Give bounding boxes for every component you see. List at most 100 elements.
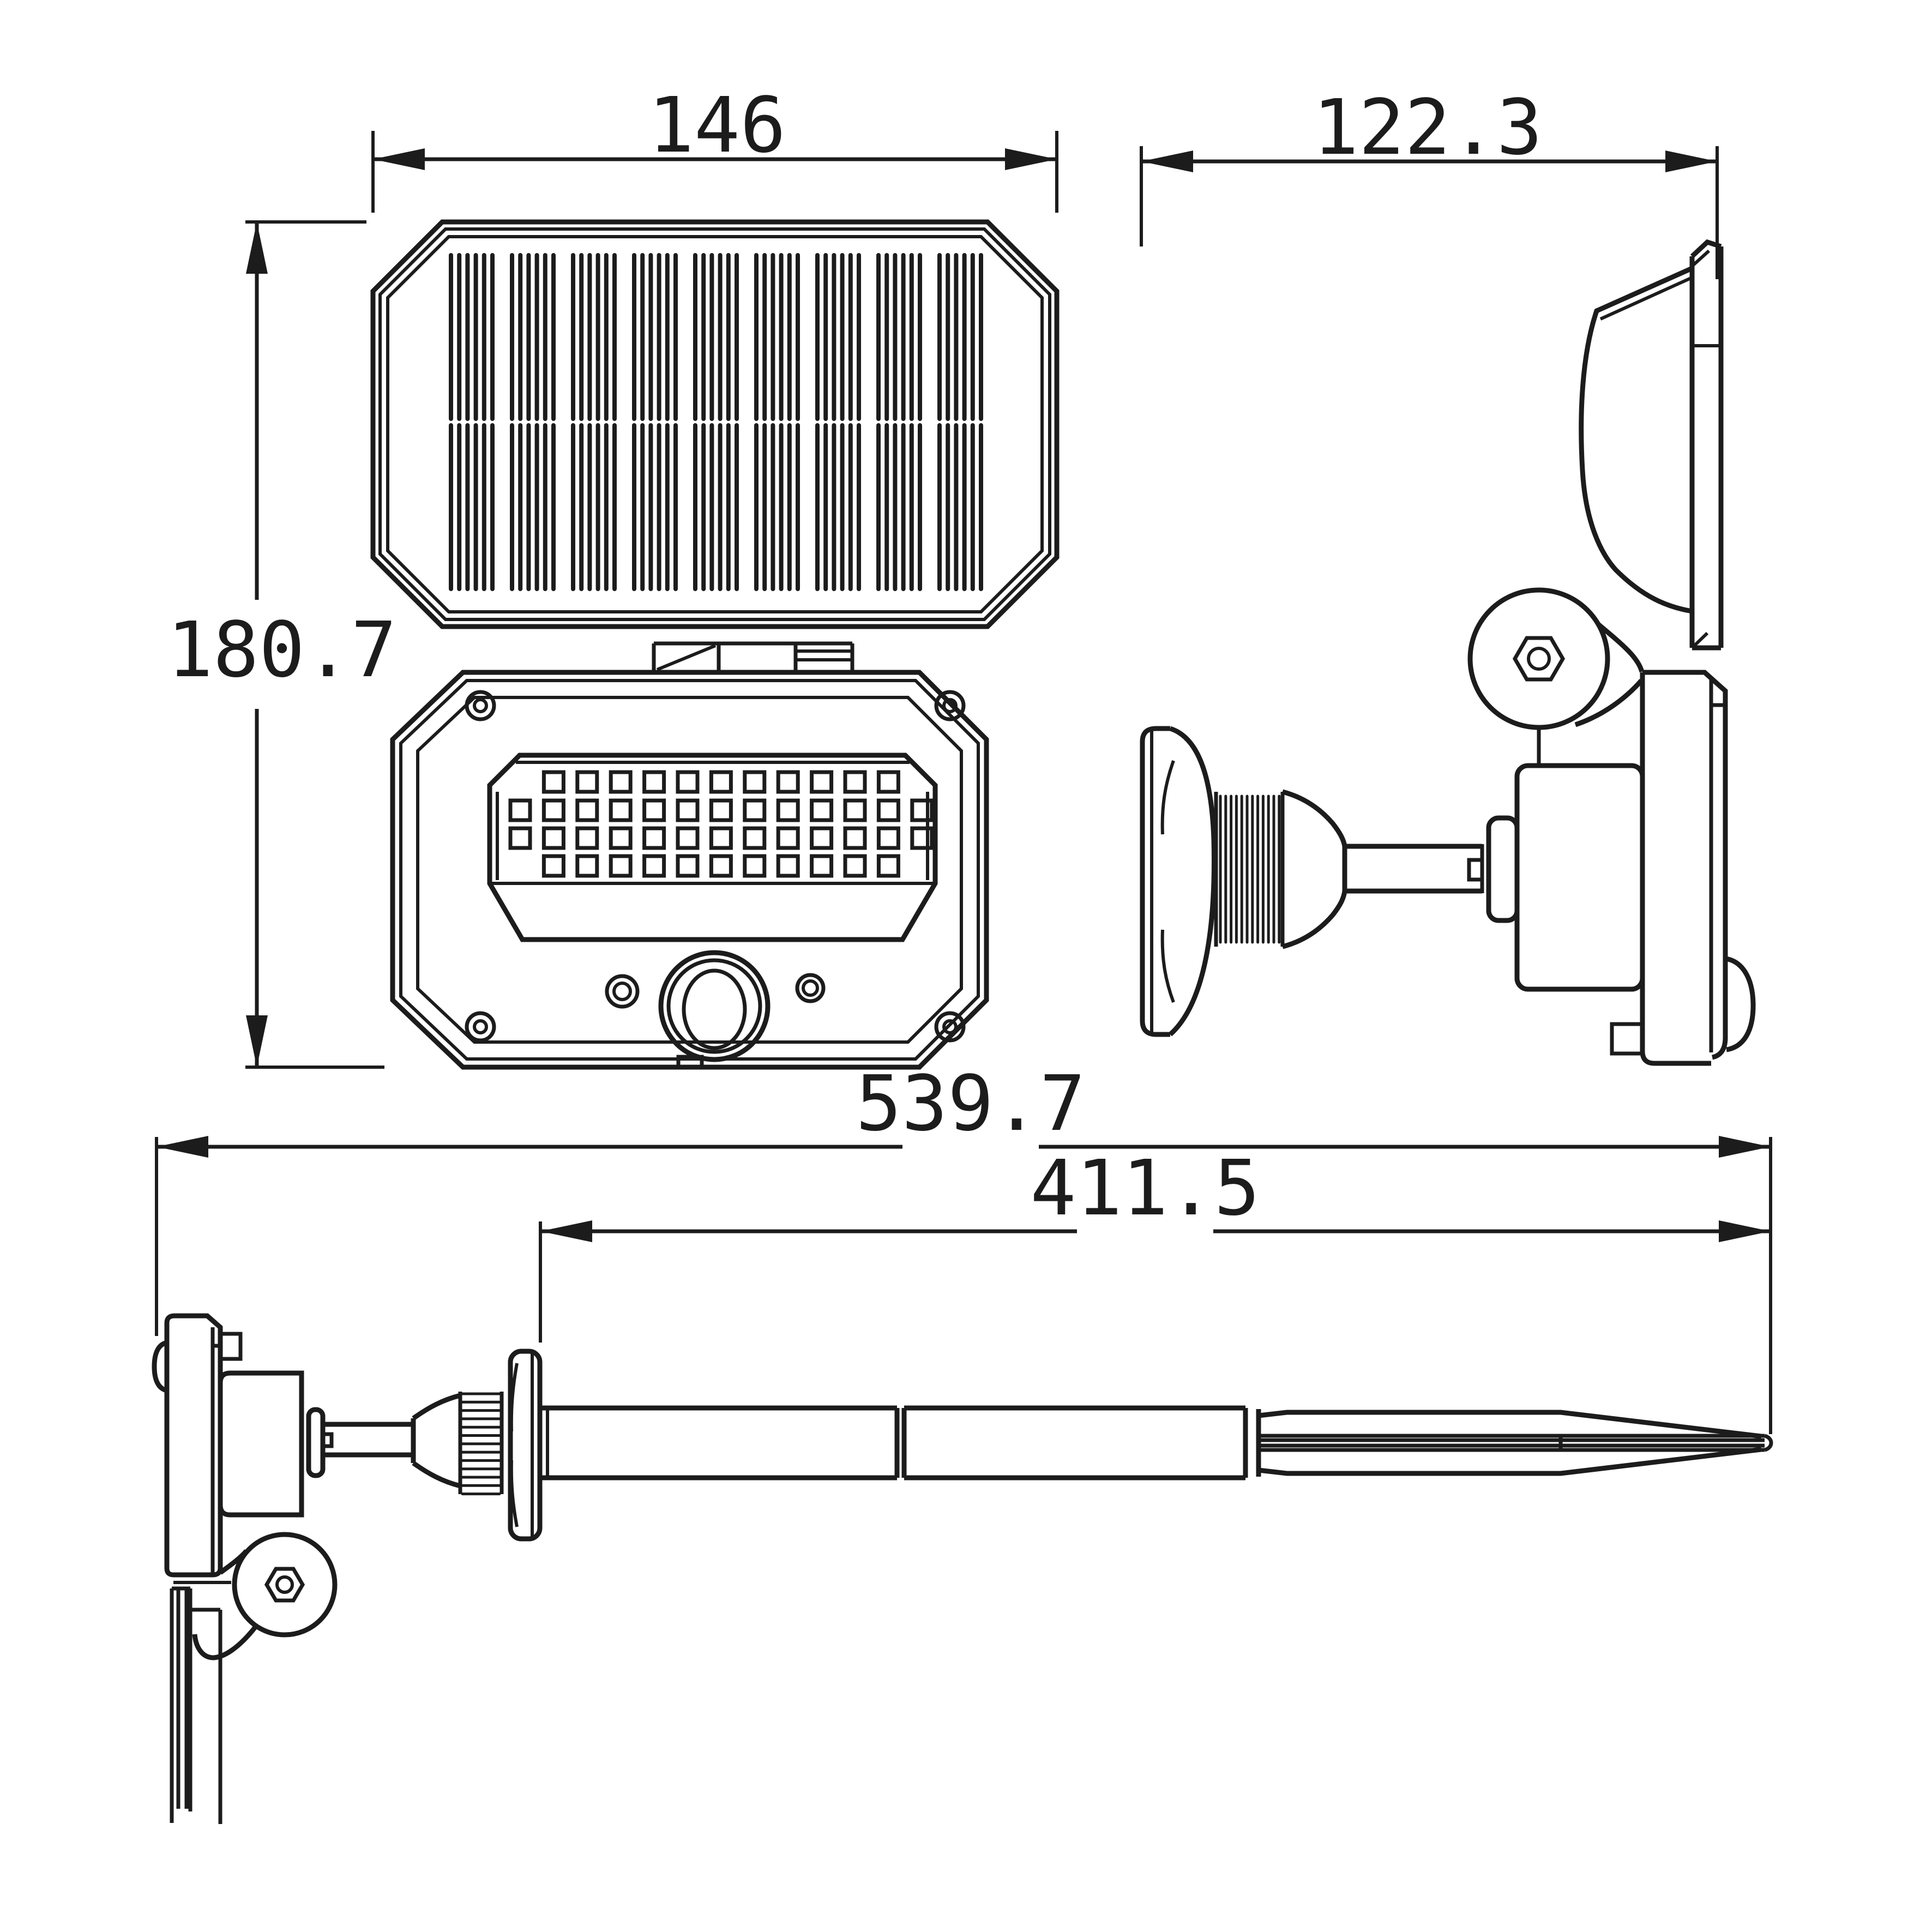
ball-body bbox=[1486, 815, 1520, 923]
led-square bbox=[541, 770, 565, 794]
ball-joint bbox=[1480, 815, 1520, 923]
lamp-housing-side bbox=[1514, 763, 1645, 992]
wall-mount-disc bbox=[1140, 726, 1217, 1037]
screw-hole-center bbox=[473, 698, 488, 713]
disc-outline bbox=[508, 1349, 543, 1542]
pir-bump-ground bbox=[152, 1340, 168, 1393]
pir-bump-side bbox=[1725, 956, 1756, 1052]
extension-lines bbox=[155, 1137, 1772, 1434]
knurled-joint-ground bbox=[458, 1392, 504, 1496]
arrowhead bbox=[157, 1136, 208, 1158]
led-square bbox=[743, 826, 767, 850]
led-square bbox=[910, 826, 934, 850]
led-square bbox=[776, 854, 800, 878]
pir-lens bbox=[682, 968, 747, 1050]
led-square bbox=[810, 770, 834, 794]
solar-panel-border-inner bbox=[386, 235, 1044, 613]
slab-back-line bbox=[1709, 680, 1725, 1052]
led-square bbox=[876, 770, 900, 794]
solar-cell-grid bbox=[449, 253, 983, 591]
panel-back-plate bbox=[1689, 239, 1724, 651]
led-panel-outline bbox=[487, 753, 938, 942]
slab-tab bbox=[220, 1332, 243, 1361]
light-sensor-center bbox=[612, 982, 632, 1001]
mount-arm bbox=[1345, 844, 1482, 894]
hinge-nut bbox=[1512, 636, 1566, 682]
led-square bbox=[843, 770, 867, 794]
screw-hole-center bbox=[473, 1019, 488, 1034]
hinge-tails bbox=[1574, 622, 1645, 727]
led-square bbox=[876, 798, 900, 822]
arrowhead bbox=[1719, 1220, 1771, 1242]
arrowhead bbox=[246, 222, 268, 274]
indicator-ring bbox=[795, 973, 826, 1003]
led-panel-facets bbox=[492, 761, 934, 885]
solar-panel-side bbox=[1579, 239, 1724, 651]
dimension-overall-length: 539.7 bbox=[155, 1060, 1772, 1434]
knurl-teeth bbox=[461, 1392, 501, 1496]
ground-stake-view bbox=[152, 1313, 1773, 1824]
dim-label-stake-length: 411.5 bbox=[1030, 1144, 1260, 1233]
lamp-bottom-notch bbox=[676, 1055, 704, 1067]
screw-hole bbox=[465, 690, 496, 721]
panel-housing-inner bbox=[1599, 276, 1693, 321]
led-square bbox=[609, 770, 633, 794]
led-square bbox=[743, 854, 767, 878]
mount-arm-ground bbox=[323, 1422, 413, 1458]
side-view bbox=[1140, 239, 1756, 1066]
disc-inner-curves bbox=[1160, 760, 1175, 1003]
arrowhead bbox=[246, 1015, 268, 1067]
led-grid bbox=[508, 770, 934, 878]
dim-label-depth: 122.3 bbox=[1313, 83, 1542, 172]
joint-collar-ground bbox=[411, 1393, 461, 1489]
led-square bbox=[776, 770, 800, 794]
led-square bbox=[642, 854, 666, 878]
front-view-floodlight bbox=[390, 670, 989, 1070]
mount-disc-ground bbox=[508, 1349, 543, 1542]
arrowhead bbox=[540, 1220, 592, 1242]
led-square bbox=[676, 798, 700, 822]
ball-joint-ground bbox=[299, 1407, 334, 1478]
pir-mid-ring bbox=[666, 958, 762, 1054]
pir-outer-ring bbox=[658, 950, 771, 1062]
arrowhead bbox=[1665, 151, 1717, 172]
pir-sensor bbox=[605, 950, 826, 1062]
light-sensor-ring bbox=[605, 974, 640, 1009]
arrowhead bbox=[373, 148, 425, 170]
led-square bbox=[776, 826, 800, 850]
indicator-center bbox=[802, 979, 819, 997]
dimension-height: 180.7 bbox=[167, 220, 397, 1069]
joint-collar bbox=[1281, 789, 1347, 949]
ground-stake bbox=[540, 1405, 1773, 1480]
knurl-edges bbox=[1214, 792, 1285, 947]
led-square bbox=[609, 798, 633, 822]
hinge-tails bbox=[192, 1549, 257, 1660]
led-square bbox=[642, 826, 666, 850]
hinge-nut bbox=[264, 1567, 305, 1603]
hinge-disc bbox=[1467, 587, 1610, 730]
hinge-disc bbox=[232, 1532, 338, 1638]
led-square bbox=[609, 826, 633, 850]
stake-pole bbox=[540, 1405, 1261, 1480]
knurl-teeth bbox=[1219, 795, 1281, 944]
arrowhead bbox=[1719, 1136, 1771, 1158]
led-square bbox=[843, 854, 867, 878]
dimension-stake-length: 411.5 bbox=[539, 1144, 1771, 1343]
arm-notch bbox=[323, 1432, 334, 1448]
front-view-solar-panel bbox=[370, 219, 1060, 671]
lamp-border-inner bbox=[416, 696, 963, 1044]
panel-plate-details bbox=[1690, 249, 1721, 649]
led-square bbox=[709, 770, 733, 794]
led-square bbox=[843, 798, 867, 822]
lamp-body-side bbox=[1610, 670, 1756, 1066]
dim-label-overall-length: 539.7 bbox=[856, 1060, 1085, 1148]
screw-hole bbox=[934, 1011, 966, 1043]
led-square bbox=[676, 770, 700, 794]
stake-tip bbox=[1764, 1434, 1773, 1452]
slab-outline bbox=[1640, 670, 1728, 1066]
hinge-frame bbox=[652, 641, 854, 671]
lamp-body-ground bbox=[152, 1313, 243, 1584]
knurled-joint bbox=[1214, 792, 1285, 947]
solar-panel-border-mid bbox=[378, 227, 1051, 621]
